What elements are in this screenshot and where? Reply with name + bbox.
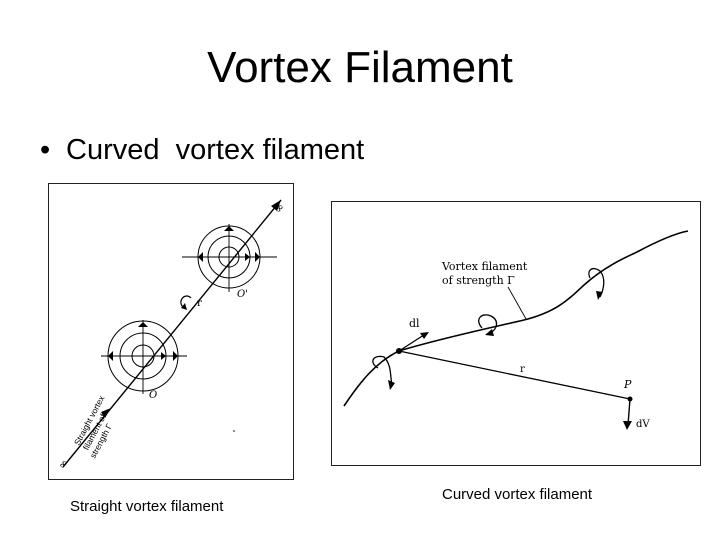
bullet-text: Curved vortex filament: [66, 134, 365, 166]
r-vector: [398, 350, 631, 400]
straight-filament-diagram: ∞ ∞ O' r O: [55, 199, 287, 472]
straight-filament-label: Straight vortex filament of strength Γ: [72, 393, 114, 460]
curved-filament-diagram: dl r P dV Vortex filament of strength Γ: [343, 230, 689, 430]
curved-filament-line: [343, 230, 689, 407]
slide-title: Vortex Filament: [207, 43, 513, 92]
filament-label-pointer: [507, 286, 527, 320]
curved-filament-label: Vortex filament of strength Γ: [441, 260, 528, 287]
straight-filament-figure: ∞ ∞ O' r O: [48, 183, 294, 480]
point-lower-label: O: [149, 390, 157, 401]
svg-text:of strength Γ: of strength Γ: [442, 274, 515, 287]
lower-circulation: [101, 320, 187, 394]
filament-arrowhead-top: [271, 200, 281, 211]
svg-text:Vortex filament: Vortex filament: [441, 260, 528, 273]
dv-label: dV: [636, 419, 650, 430]
bullet-item: • Curved vortex filament: [40, 132, 364, 168]
radius-label: r: [197, 298, 202, 309]
point-upper-label: O': [237, 289, 248, 300]
dv-vector: [627, 398, 631, 426]
radius-arrow: [180, 295, 192, 308]
straight-filament-line: [62, 199, 282, 468]
bullet-symbol: •: [40, 134, 51, 166]
r-label: r: [520, 364, 525, 375]
upper-circulation: [182, 224, 277, 292]
straight-filament-caption: Straight vortex filament: [70, 498, 224, 515]
circulation-arrow-left: [372, 355, 393, 386]
circulation-arrow-right: [588, 267, 605, 298]
curved-filament-figure: dl r P dV Vortex filament of strength Γ: [331, 201, 701, 466]
dl-label: dl: [409, 317, 420, 330]
curved-filament-caption: Curved vortex filament: [442, 486, 593, 503]
point-p-label: P: [623, 378, 632, 391]
infinity-top-label: ∞: [271, 201, 287, 216]
circulation-arrow-middle: [478, 314, 498, 334]
filament-arrowhead-mid: [101, 408, 111, 418]
